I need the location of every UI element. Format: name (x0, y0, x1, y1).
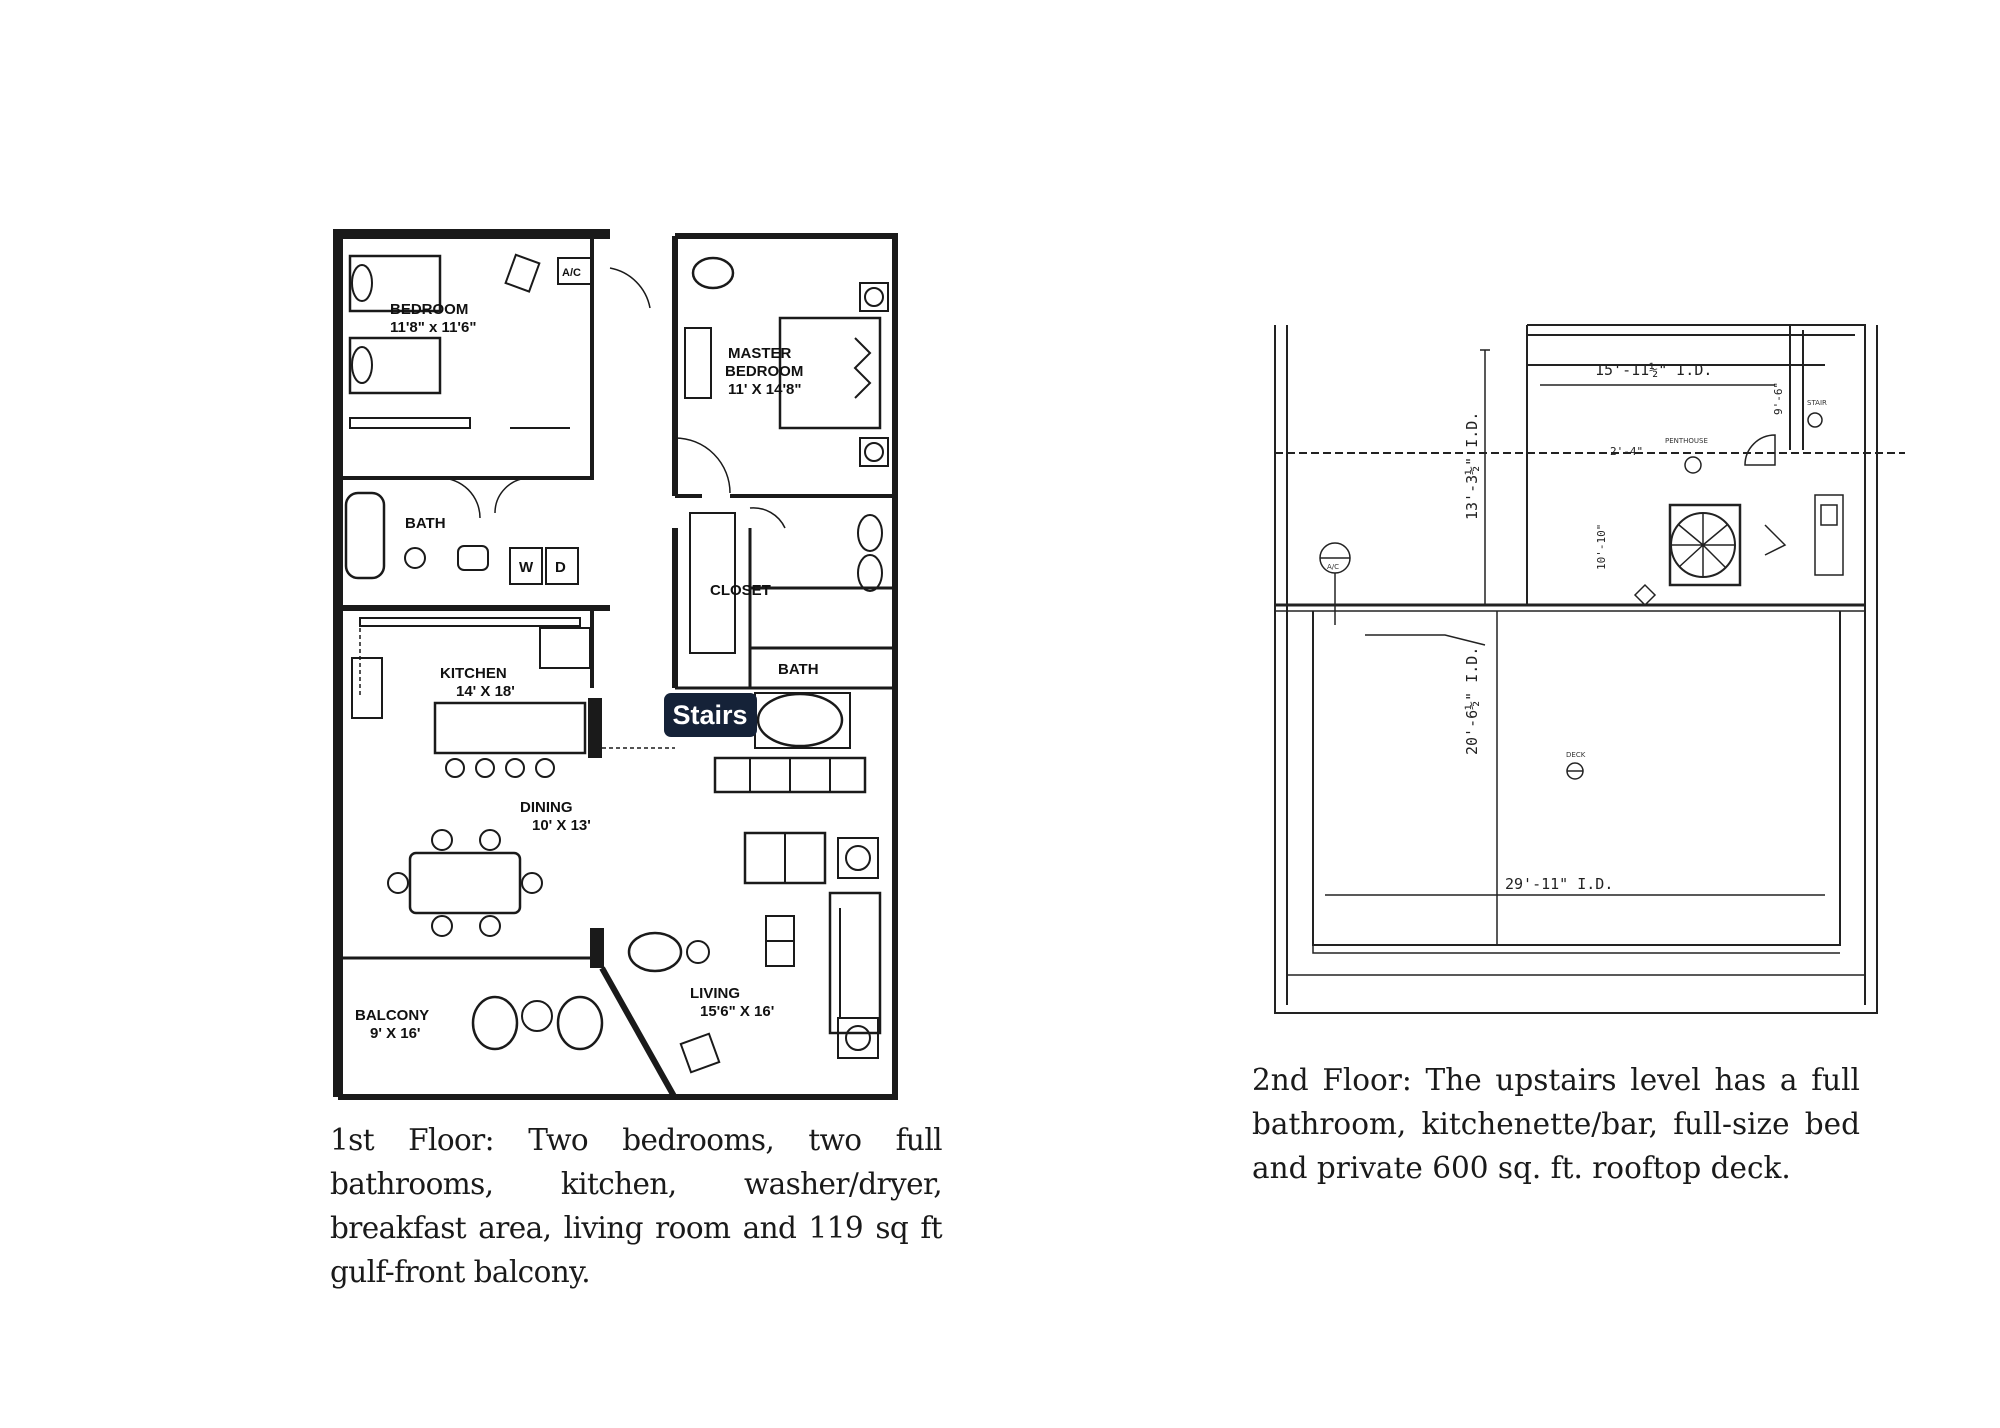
dining-size: 10' X 13' (532, 817, 591, 834)
deck-height-dimension: 20'-6½" I.D. (1463, 647, 1481, 755)
bedroom-label: BEDROOM (390, 301, 468, 318)
first-floor-caption: 1st Floor: Two bedrooms, two full bathro… (330, 1123, 943, 1289)
washer-box (509, 547, 543, 585)
master-bedroom-label-1: MASTER (728, 345, 792, 362)
deck-label: DECK (1566, 751, 1586, 759)
second-floor-caption: 2nd Floor: The upstairs level has a full… (1252, 1063, 1860, 1185)
kitchen-size: 14' X 18' (456, 683, 515, 700)
first-floor-plan: BEDROOM 11'8" x 11'6" A/C MASTER BEDROOM… (330, 228, 910, 1108)
balcony-label: BALCONY (355, 1007, 429, 1024)
small-mid-dimension: 2'-4" (1610, 445, 1643, 458)
bath-label-1: BATH (405, 515, 446, 532)
living-label: LIVING (690, 985, 740, 1002)
living-size: 15'6" X 16' (700, 1003, 774, 1020)
first-floor-drawing: BEDROOM 11'8" x 11'6" A/C MASTER BEDROOM… (333, 229, 898, 1100)
dining-label: DINING (520, 799, 573, 816)
penthouse-width-dimension: 15'-11½" I.D. (1595, 361, 1712, 379)
master-bedroom-size: 11' X 14'8" (728, 381, 801, 398)
bedroom-size: 11'8" x 11'6" (390, 319, 476, 336)
bath-label-2: BATH (778, 661, 819, 678)
ac-label: A/C (562, 267, 581, 279)
small-left-dimension: 10'-10" (1595, 524, 1608, 570)
ac-unit-label: A/C (1327, 563, 1339, 571)
stairs-badge (664, 693, 757, 737)
second-floor-drawing: 15'-11½" I.D. 13'-3½" I.D. 20'-6½" I.D. … (1274, 324, 1905, 1014)
balcony-size: 9' X 16' (370, 1025, 421, 1042)
second-floor-plan: 15'-11½" I.D. 13'-3½" I.D. 20'-6½" I.D. … (1265, 305, 1905, 1030)
dryer-box (545, 547, 579, 585)
stairs-label: Stairs (672, 700, 747, 730)
washer-label: W (519, 559, 534, 576)
upper-height-dimension: 13'-3½" I.D. (1463, 412, 1481, 520)
deck-width-dimension: 29'-11" I.D. (1505, 875, 1613, 893)
upper-right-dimension: 9'-6" (1772, 382, 1785, 415)
kitchen-label: KITCHEN (440, 665, 507, 682)
penthouse-label: PENTHOUSE (1665, 437, 1708, 445)
closet-label: CLOSET (710, 582, 771, 599)
stair-label: STAIR (1807, 399, 1827, 407)
dryer-label: D (555, 559, 566, 576)
master-bedroom-label-2: BEDROOM (725, 363, 803, 380)
